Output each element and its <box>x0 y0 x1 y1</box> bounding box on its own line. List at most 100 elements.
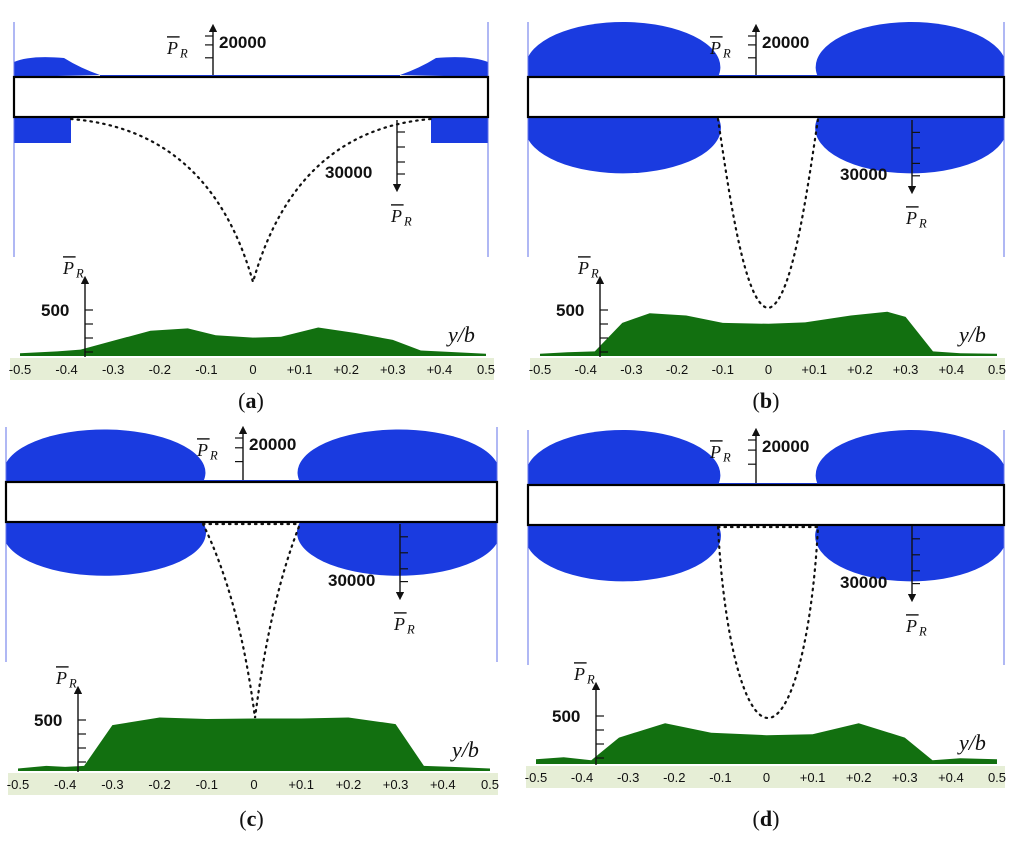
upper-scale-value: 20000 <box>762 437 809 456</box>
lower-lobe-right <box>296 522 497 576</box>
tick-label: 0 <box>765 362 772 377</box>
tick-label: -0.5 <box>529 362 551 377</box>
lower-lobe-left <box>14 117 71 143</box>
tick-label: -0.1 <box>709 770 731 785</box>
tick-label: +0.3 <box>892 770 918 785</box>
tick-label: -0.3 <box>617 770 639 785</box>
upper-lobe-right <box>297 429 497 482</box>
tick-label: -0.4 <box>571 770 593 785</box>
tick-label: +0.2 <box>847 362 873 377</box>
section-bar <box>4 480 499 524</box>
tick-label: -0.3 <box>620 362 642 377</box>
yb-label: y/b <box>957 322 986 347</box>
tick-label: -0.2 <box>149 362 171 377</box>
axis-band <box>530 358 1005 380</box>
tick-label: 0.5 <box>988 770 1006 785</box>
tick-label: -0.2 <box>663 770 685 785</box>
tick-label: +0.1 <box>801 362 827 377</box>
tick-label: -0.1 <box>712 362 734 377</box>
bottom-scale-value: 500 <box>552 707 580 726</box>
panel-caption: (d) <box>753 806 780 831</box>
bottom-distribution <box>18 717 490 771</box>
yb-label: y/b <box>450 737 479 762</box>
lower-lobe-left <box>528 525 721 582</box>
axis-band <box>10 358 494 380</box>
upper-lobe-left <box>14 57 100 77</box>
panel-caption: (a) <box>238 388 264 413</box>
upper-scale-value: 20000 <box>762 33 809 52</box>
upper-lobe-right <box>815 22 1004 77</box>
tick-label: -0.4 <box>54 777 76 792</box>
lower-scale-value: 30000 <box>840 573 887 592</box>
section-bar <box>12 75 490 119</box>
dotted-curve <box>716 525 820 720</box>
bottom-scale-value: 500 <box>41 301 69 320</box>
lower-scale-value: 30000 <box>840 165 887 184</box>
section-bar <box>526 75 1006 119</box>
bottom-distribution <box>540 311 997 356</box>
tick-label: -0.4 <box>574 362 596 377</box>
tick-label: 0 <box>250 777 257 792</box>
tick-label: -0.1 <box>196 777 218 792</box>
yb-label: y/b <box>446 322 475 347</box>
tick-label: -0.3 <box>101 777 123 792</box>
dotted-curve <box>69 117 433 287</box>
tick-label: +0.2 <box>846 770 872 785</box>
tick-label: +0.3 <box>383 777 409 792</box>
tick-label: 0 <box>249 362 256 377</box>
tick-label: 0 <box>763 770 770 785</box>
section-bar <box>526 483 1006 527</box>
bottom-distribution <box>20 327 486 356</box>
lower-lobe-right <box>815 117 1004 174</box>
upper-lobe-left <box>528 430 721 485</box>
bottom-distribution <box>536 723 997 764</box>
axis-band <box>8 773 498 795</box>
dotted-curve <box>716 117 820 310</box>
tick-label: -0.2 <box>666 362 688 377</box>
tick-label: +0.2 <box>333 362 359 377</box>
dotted-curve <box>201 522 302 719</box>
tick-label: 0.5 <box>477 362 495 377</box>
upper-lobe-right <box>400 57 488 77</box>
upper-scale-value: 20000 <box>219 33 266 52</box>
panel-caption: (b) <box>753 388 780 413</box>
upper-lobe-right <box>815 430 1004 485</box>
tick-label: -0.5 <box>9 362 31 377</box>
tick-label: -0.4 <box>55 362 77 377</box>
tick-label: +0.1 <box>287 362 313 377</box>
tick-label: +0.1 <box>800 770 826 785</box>
yb-label: y/b <box>957 730 986 755</box>
upper-lobe-left <box>6 429 206 482</box>
lower-scale-value: 30000 <box>325 163 372 182</box>
tick-label: 0.5 <box>988 362 1006 377</box>
lower-lobe-right <box>815 525 1004 582</box>
tick-label: -0.3 <box>102 362 124 377</box>
tick-label: -0.1 <box>195 362 217 377</box>
tick-label: +0.4 <box>938 770 964 785</box>
bottom-scale-value: 500 <box>556 301 584 320</box>
tick-label: +0.4 <box>427 362 453 377</box>
panel-caption: (c) <box>239 806 263 831</box>
tick-label: +0.2 <box>336 777 362 792</box>
tick-label: -0.2 <box>148 777 170 792</box>
tick-label: +0.1 <box>288 777 314 792</box>
axis-band <box>526 766 1005 788</box>
lower-lobe-left <box>6 522 207 576</box>
upper-lobe-left <box>528 22 721 78</box>
bottom-scale-value: 500 <box>34 711 62 730</box>
